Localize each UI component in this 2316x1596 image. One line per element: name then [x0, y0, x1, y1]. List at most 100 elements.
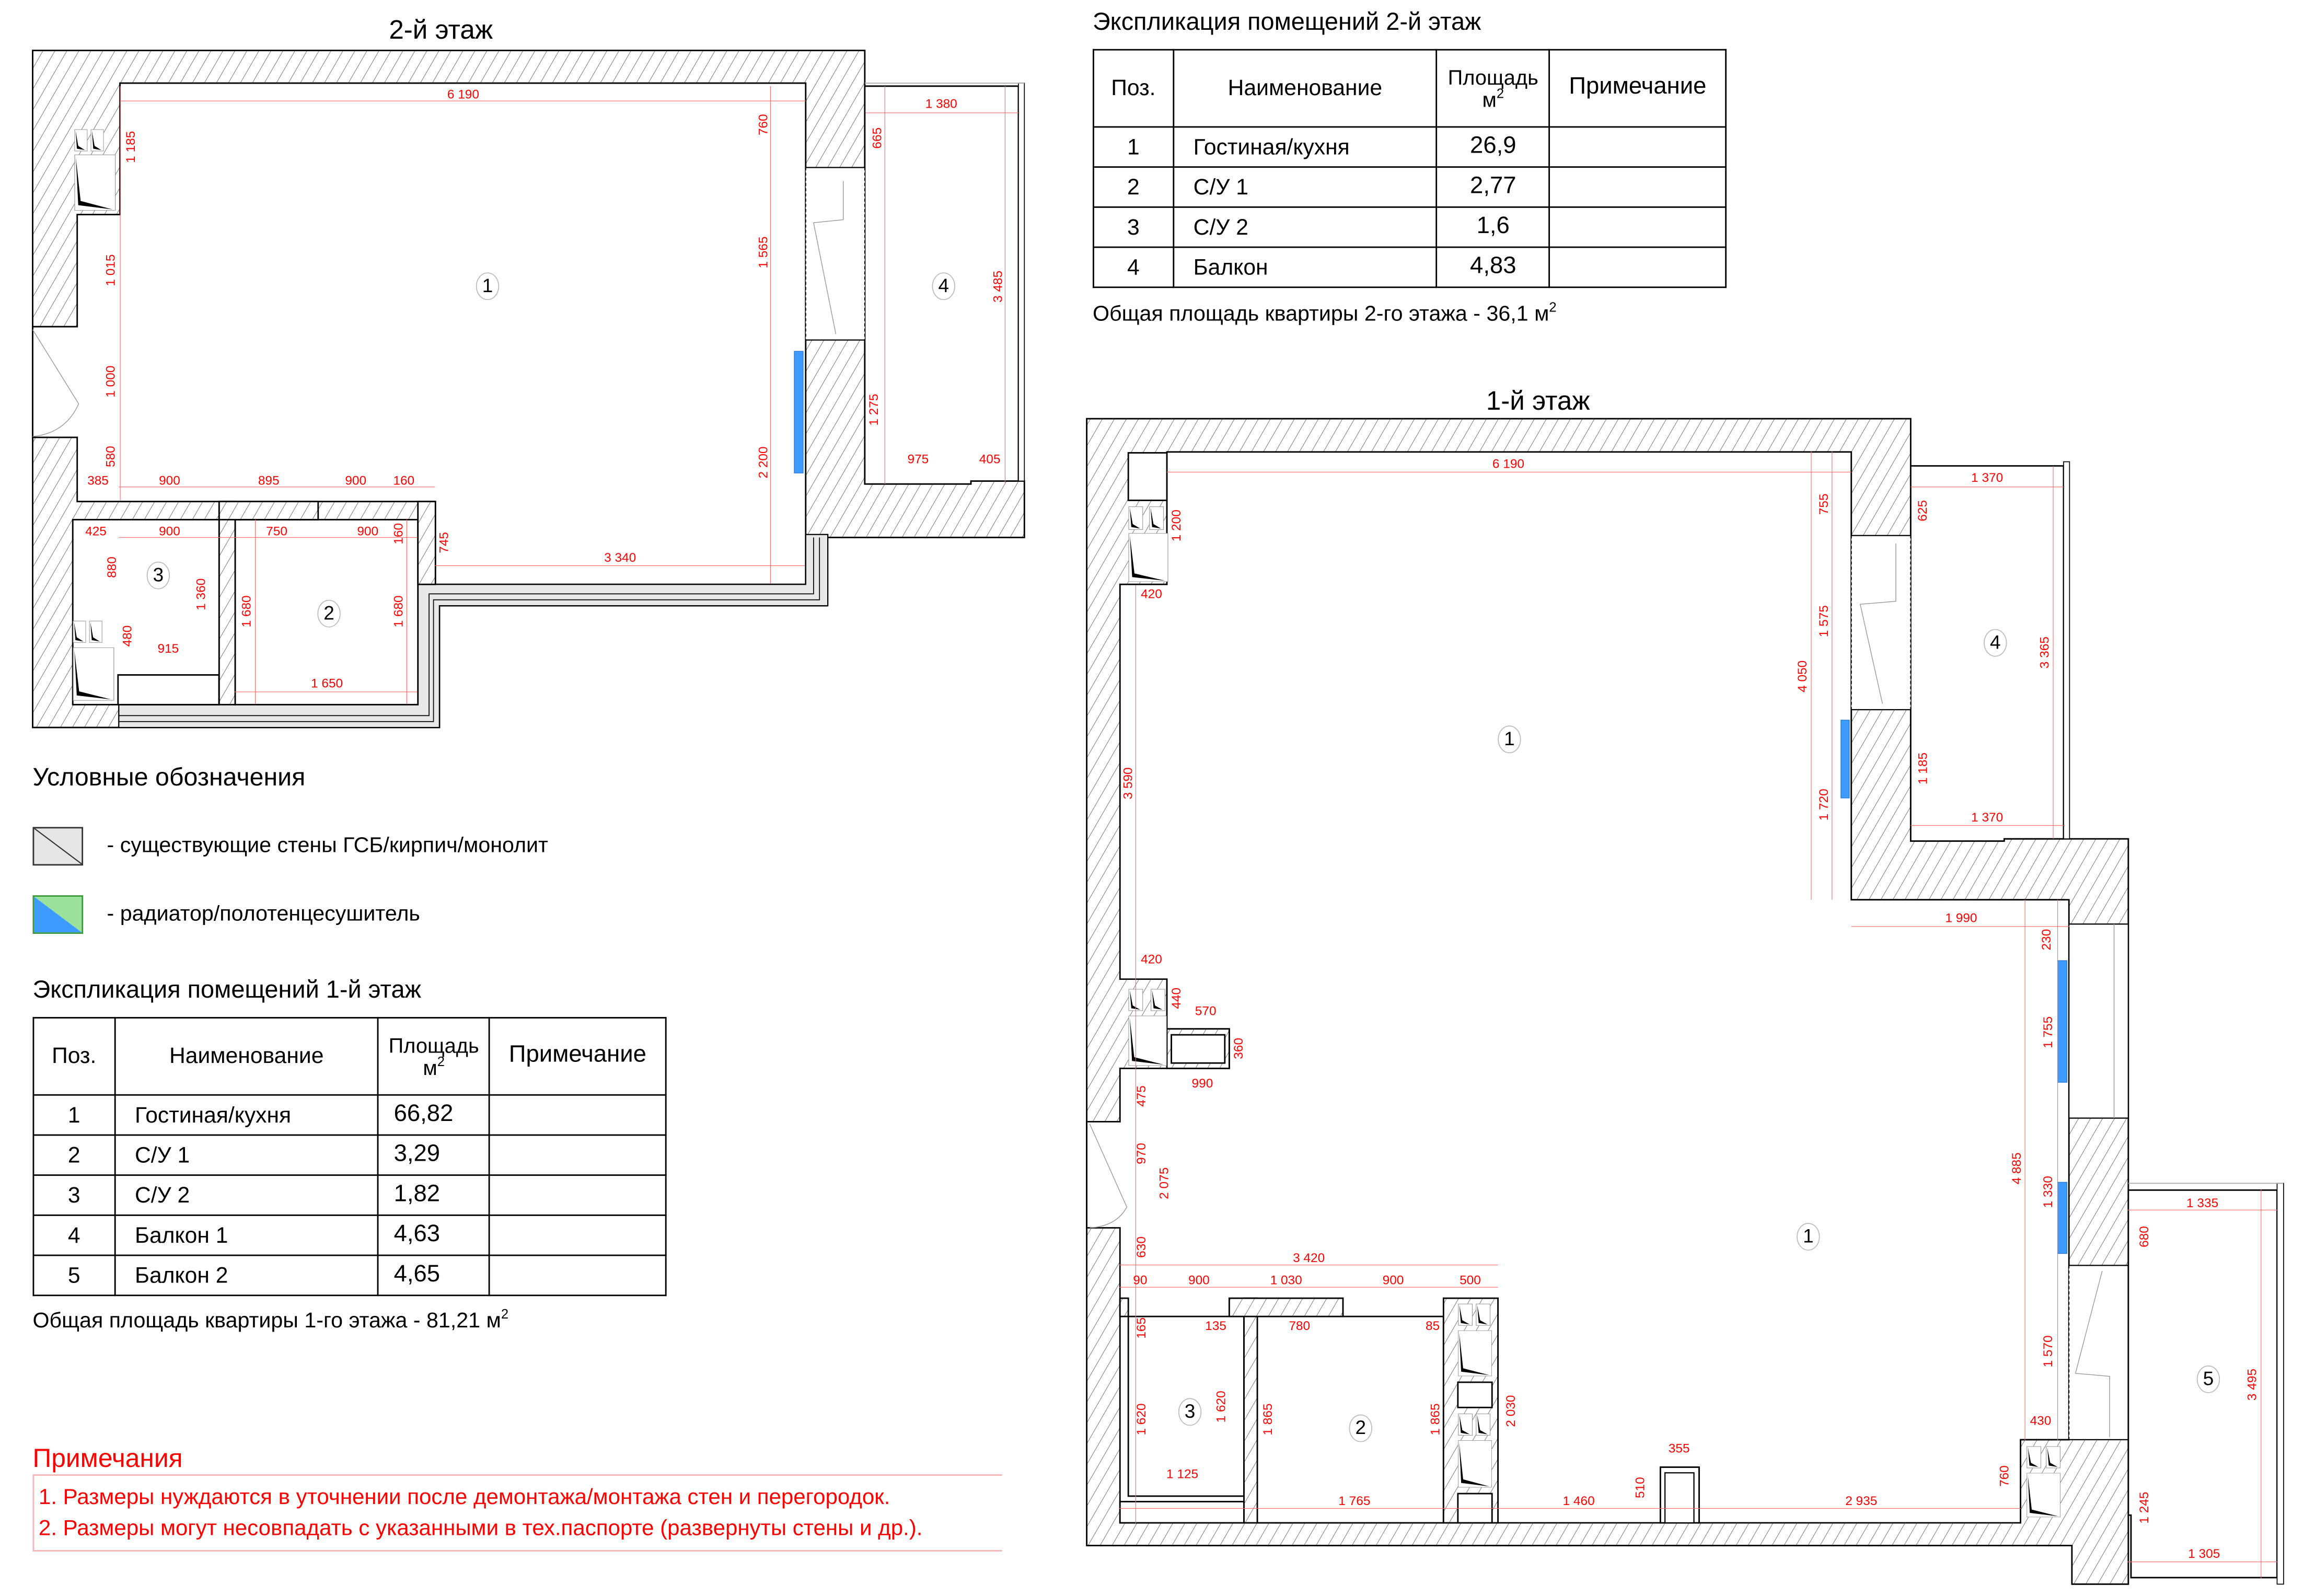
dimension-label: 1 680	[239, 595, 253, 627]
bathtub-icon	[1457, 1330, 1492, 1377]
dimension-label: 2 030	[1504, 1395, 1518, 1427]
dimension-label: 1 335	[2186, 1196, 2218, 1210]
room-number: 4	[938, 275, 949, 296]
toilet-icon	[2026, 1446, 2042, 1468]
note-item: 1. Размеры нуждаются в уточнении после д…	[38, 1486, 890, 1510]
balcony-door-opening	[2069, 1265, 2128, 1440]
header-note: Примечание	[1548, 49, 1727, 128]
dimension-label: 1 565	[757, 236, 771, 268]
dimension-label: 900	[357, 524, 378, 538]
toilet-icon	[1128, 506, 1143, 530]
washbasin-box	[1171, 1034, 1226, 1064]
dimension-label: 3 340	[604, 551, 636, 565]
dimension-label: 1 620	[1134, 1403, 1149, 1435]
explication-1f-title: Экспликация помещений 1-й этаж	[32, 977, 421, 1004]
dimension-label: 900	[345, 474, 366, 488]
door-swing-balcony	[2075, 1270, 2110, 1438]
dimension-label: 1 245	[2137, 1491, 2151, 1523]
dimension-label: 895	[258, 474, 280, 488]
dimension-label: 760	[757, 114, 771, 135]
room-number: 1	[482, 275, 493, 296]
room-marker-circle	[1349, 1414, 1372, 1442]
dimension-label: 360	[1232, 1038, 1246, 1059]
dimension-label: 160	[391, 523, 406, 545]
balcony-door-opening	[805, 167, 865, 340]
dimension-label: 1 370	[1971, 471, 2003, 485]
dimension-label: 880	[105, 557, 119, 578]
dimension-label: 1 990	[1945, 911, 1977, 925]
room-marker-circle	[932, 272, 955, 300]
toilet-icon	[1149, 506, 1164, 530]
toilet-icon	[90, 129, 104, 152]
partition-wall	[218, 501, 236, 706]
dimension-label: 1 360	[194, 579, 209, 610]
dimension-label: 1 650	[311, 676, 343, 690]
dimension-label: 1 000	[104, 366, 118, 398]
dimension-label: 1 305	[2188, 1547, 2220, 1561]
toilet-icon	[74, 129, 88, 152]
dimension-label: 900	[159, 474, 180, 488]
entrance-door-swing	[1089, 1124, 1128, 1229]
dimension-label: 990	[1192, 1077, 1213, 1091]
dimension-label: 1 330	[2041, 1176, 2055, 1208]
dimension-label: 760	[1998, 1465, 2012, 1487]
dimension-label: 510	[1634, 1477, 1648, 1498]
radiator	[2057, 1182, 2068, 1254]
dimension-label: 385	[87, 474, 109, 488]
shaft-box	[1457, 1381, 1493, 1408]
bathtub-icon	[1457, 1440, 1492, 1488]
toilet-icon	[1475, 1303, 1491, 1326]
dimension-label: 750	[266, 524, 287, 538]
dimension-label: 570	[1195, 1004, 1217, 1019]
dimension-label: 970	[1134, 1143, 1149, 1164]
dimension-label: 1 380	[925, 97, 957, 111]
room-marker-circle	[2196, 1365, 2220, 1393]
dimension-label: 1 720	[1817, 789, 1831, 820]
dimension-label: 1 015	[104, 254, 118, 286]
cabinet-box	[1127, 452, 1168, 501]
room-number: 4	[1990, 631, 2001, 653]
room-marker-circle	[317, 599, 341, 628]
partition-wall	[1243, 1297, 1258, 1524]
dimension-label: 3 495	[2245, 1369, 2259, 1401]
dimension-label: 420	[1141, 952, 1162, 966]
room-marker-circle	[1797, 1223, 1820, 1251]
dimension-label: 3 485	[991, 271, 1005, 303]
header-pos: Поз.	[32, 1017, 116, 1096]
dimension-label: 780	[1289, 1319, 1310, 1333]
room-number: 1	[1504, 728, 1515, 749]
room-number: 1	[1803, 1225, 1814, 1247]
dimension-label: 1 185	[1916, 753, 1930, 784]
dimension-label: 1 680	[391, 595, 406, 627]
balcony-railing	[1018, 83, 1025, 482]
dimension-label: 1 865	[1429, 1403, 1443, 1435]
dimension-label: 2 075	[1157, 1167, 1172, 1199]
balcony-railing	[2276, 1183, 2284, 1585]
dimension-label: 915	[158, 642, 179, 656]
room-marker-circle	[146, 561, 170, 589]
dimension-label: 425	[85, 524, 107, 538]
legend-radiator-swatch	[32, 895, 84, 934]
dimension-label: 580	[104, 446, 118, 467]
dimension-label: 665	[871, 128, 885, 149]
dimension-label: 745	[437, 532, 451, 553]
dimension-label: 135	[1205, 1319, 1226, 1333]
dimension-label: 405	[979, 452, 1001, 466]
dimension-label: 900	[1188, 1273, 1210, 1287]
header-name: Наименование	[1172, 49, 1438, 128]
utility-strip	[118, 534, 829, 728]
column-inner	[1664, 1472, 1695, 1524]
dimension-label: 975	[907, 452, 929, 466]
toilet-icon	[1457, 1303, 1473, 1326]
